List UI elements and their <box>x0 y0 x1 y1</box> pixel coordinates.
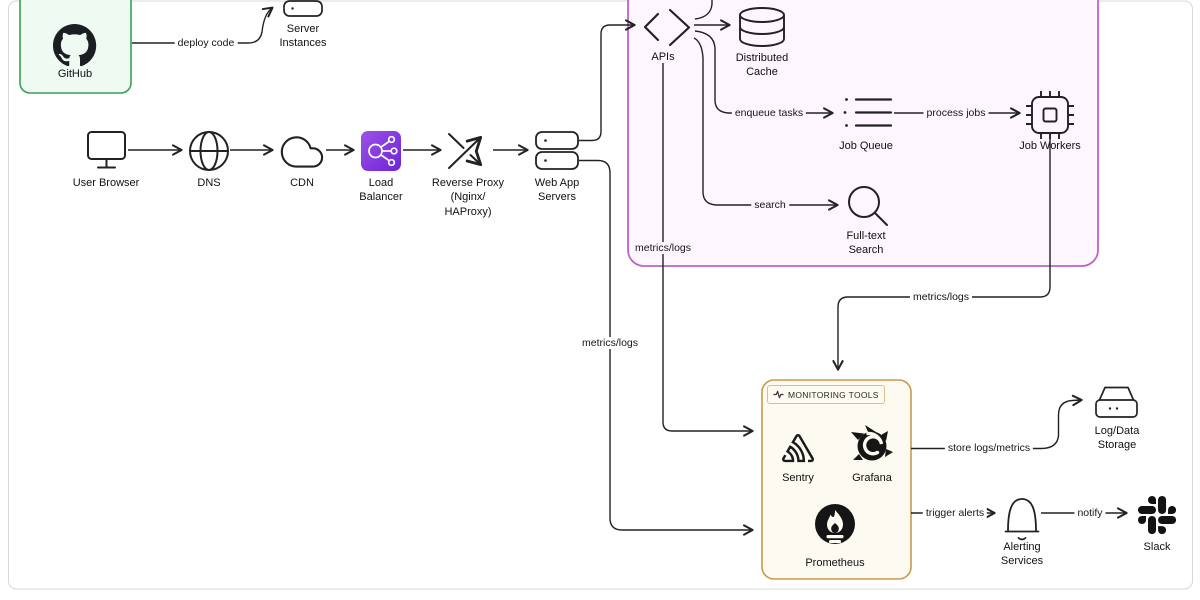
grafana-logo-icon <box>851 425 893 461</box>
server-icon <box>283 0 323 17</box>
storage-drive-icon <box>1095 386 1138 418</box>
label-distributed-cache: Distributed Cache <box>735 52 789 79</box>
edge-label-enqueue-tasks: enqueue tasks <box>731 107 807 119</box>
label-prometheus: Prometheus <box>805 557 865 569</box>
edge-apis-monitoring <box>662 63 754 437</box>
label-web-app-servers: Web App Servers <box>534 177 580 204</box>
monitoring-tools-header: MONITORING TOOLS <box>767 385 885 404</box>
label-slack: Slack <box>1143 541 1171 553</box>
label-full-text-search: Full-text Search <box>846 230 886 257</box>
label-log-data-storage: Log/Data Storage <box>1094 425 1140 452</box>
edge-github-server-instances <box>132 6 274 44</box>
label-reverse-proxy: Reverse Proxy (Nginx/ HAProxy) <box>431 177 505 218</box>
list-icon <box>843 98 893 127</box>
database-icon <box>739 7 785 47</box>
edge-apis-jobqueue <box>694 30 834 119</box>
label-server-instances: Server Instances <box>279 23 327 50</box>
cpu-icon <box>1026 91 1074 139</box>
edge-label-store-logs-metrics: store logs/metrics <box>944 442 1034 454</box>
search-icon <box>848 186 888 226</box>
label-dns: DNS <box>197 177 221 189</box>
edge-monitoring-storage <box>911 394 1083 450</box>
github-group-box <box>19 0 132 94</box>
sentry-logo-icon <box>782 434 815 463</box>
github-icon <box>53 24 97 67</box>
cloud-icon <box>280 136 324 168</box>
edge-label-metrics-logs-workers: metrics/logs <box>909 291 973 303</box>
label-grafana: Grafana <box>852 472 892 484</box>
edge-apis-up <box>694 0 713 20</box>
edge-label-metrics-logs-webapp: metrics/logs <box>578 337 642 349</box>
prometheus-logo-icon <box>815 504 855 544</box>
edge-label-search: search <box>751 199 789 211</box>
server-stack-icon <box>535 131 579 170</box>
edge-webapp-apis <box>579 19 636 142</box>
label-alerting-services: Alerting Services <box>1000 541 1044 568</box>
label-load-balancer: Load Balancer <box>359 177 403 204</box>
edge-label-deploy-code: deploy code <box>174 37 238 49</box>
code-brackets-icon <box>643 8 691 47</box>
monitor-icon <box>87 131 126 169</box>
edge-label-notify: notify <box>1074 507 1106 519</box>
label-job-queue: Job Queue <box>839 140 893 152</box>
label-apis: APIs <box>651 51 675 63</box>
monitoring-tools-label: MONITORING TOOLS <box>788 389 879 400</box>
slack-logo-icon <box>1138 496 1177 535</box>
load-balancer-icon <box>361 131 401 171</box>
label-cdn: CDN <box>290 177 314 189</box>
globe-icon <box>189 131 229 171</box>
services-group-box <box>627 0 1099 267</box>
edge-label-metrics-logs-apis: metrics/logs <box>631 242 695 254</box>
pulse-icon <box>773 390 784 399</box>
shuffle-icon <box>448 133 483 169</box>
label-sentry: Sentry <box>782 472 814 484</box>
edge-label-trigger-alerts: trigger alerts <box>922 507 988 519</box>
monitoring-group-box <box>761 379 912 580</box>
label-job-workers: Job Workers <box>1019 140 1081 152</box>
edge-label-process-jobs: process jobs <box>923 107 989 119</box>
edge-apis-search <box>693 37 839 211</box>
label-user-browser: User Browser <box>72 177 140 189</box>
bell-icon <box>1004 498 1040 541</box>
label-github: GitHub <box>57 68 93 80</box>
